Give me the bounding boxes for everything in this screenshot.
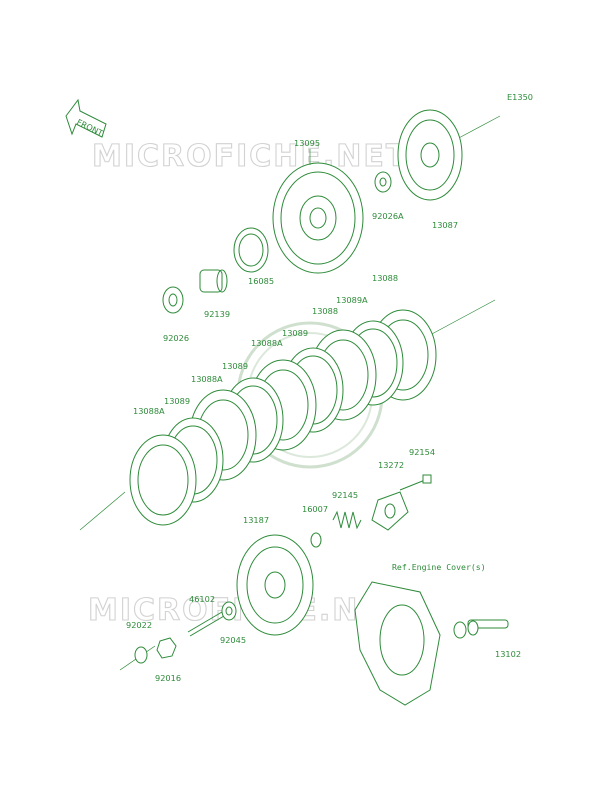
label-13088A-3: 13088A: [133, 406, 165, 416]
label-16007: 16007: [302, 504, 328, 514]
part-92145-spring[interactable]: [332, 510, 362, 530]
front-arrow-icon: FRONT: [65, 98, 107, 138]
label-13095: 13095: [294, 138, 320, 148]
part-13187-pressure-plate[interactable]: [236, 534, 314, 636]
label-16085: 16085: [248, 276, 274, 286]
part-13272-lifter-plate[interactable]: [371, 491, 409, 531]
clutch-plate-stack: [129, 309, 437, 526]
part-92026-washer[interactable]: [162, 286, 184, 314]
watermark-top: MICROFICHE.NET: [92, 139, 408, 174]
label-92022: 92022: [126, 620, 152, 630]
label-92139: 92139: [204, 309, 230, 319]
diagram-code: E1350: [507, 92, 533, 102]
label-92145: 92145: [332, 490, 358, 500]
label-92026A: 92026A: [372, 211, 404, 221]
part-92045-bearing[interactable]: [221, 601, 237, 621]
part-13088A-friction-plate-3[interactable]: [129, 434, 197, 526]
label-92026: 92026: [163, 333, 189, 343]
part-labels: 13095 13087 92026A 16085 92139 92026 130…: [126, 138, 521, 683]
part-92022-washer[interactable]: [134, 646, 148, 664]
label-13089-3: 13089: [164, 396, 190, 406]
part-92026A-washer[interactable]: [374, 171, 392, 193]
label-92045: 92045: [220, 635, 246, 645]
label-13088A-2: 13088A: [191, 374, 223, 384]
part-92016-nut[interactable]: [156, 637, 177, 659]
label-13088-top: 13088: [372, 273, 398, 283]
label-13088A-1: 13088A: [251, 338, 283, 348]
label-46102: 46102: [189, 594, 215, 604]
label-13089-2: 13089: [222, 361, 248, 371]
label-13089-1: 13089: [282, 328, 308, 338]
label-13089A: 13089A: [336, 295, 368, 305]
label-92154: 92154: [409, 447, 435, 457]
part-16007-ring[interactable]: [310, 532, 322, 548]
label-92016: 92016: [155, 673, 181, 683]
label-13272: 13272: [378, 460, 404, 470]
part-92139-sleeve[interactable]: [199, 269, 228, 293]
part-92154-bolt[interactable]: [399, 474, 432, 491]
engine-cover-reference[interactable]: [354, 581, 441, 706]
part-13102-lever[interactable]: [453, 619, 509, 639]
label-13102: 13102: [495, 649, 521, 659]
reference-note: Ref.Engine Cover(s): [392, 562, 486, 572]
label-13088-2: 13088: [312, 306, 338, 316]
label-13087: 13087: [432, 220, 458, 230]
part-13087-clutch-housing-plate[interactable]: [397, 109, 463, 201]
part-16085-gear[interactable]: [233, 227, 269, 273]
part-46102-push-rod[interactable]: [187, 611, 225, 637]
label-13187: 13187: [243, 515, 269, 525]
part-13095-clutch-housing[interactable]: [272, 162, 364, 274]
